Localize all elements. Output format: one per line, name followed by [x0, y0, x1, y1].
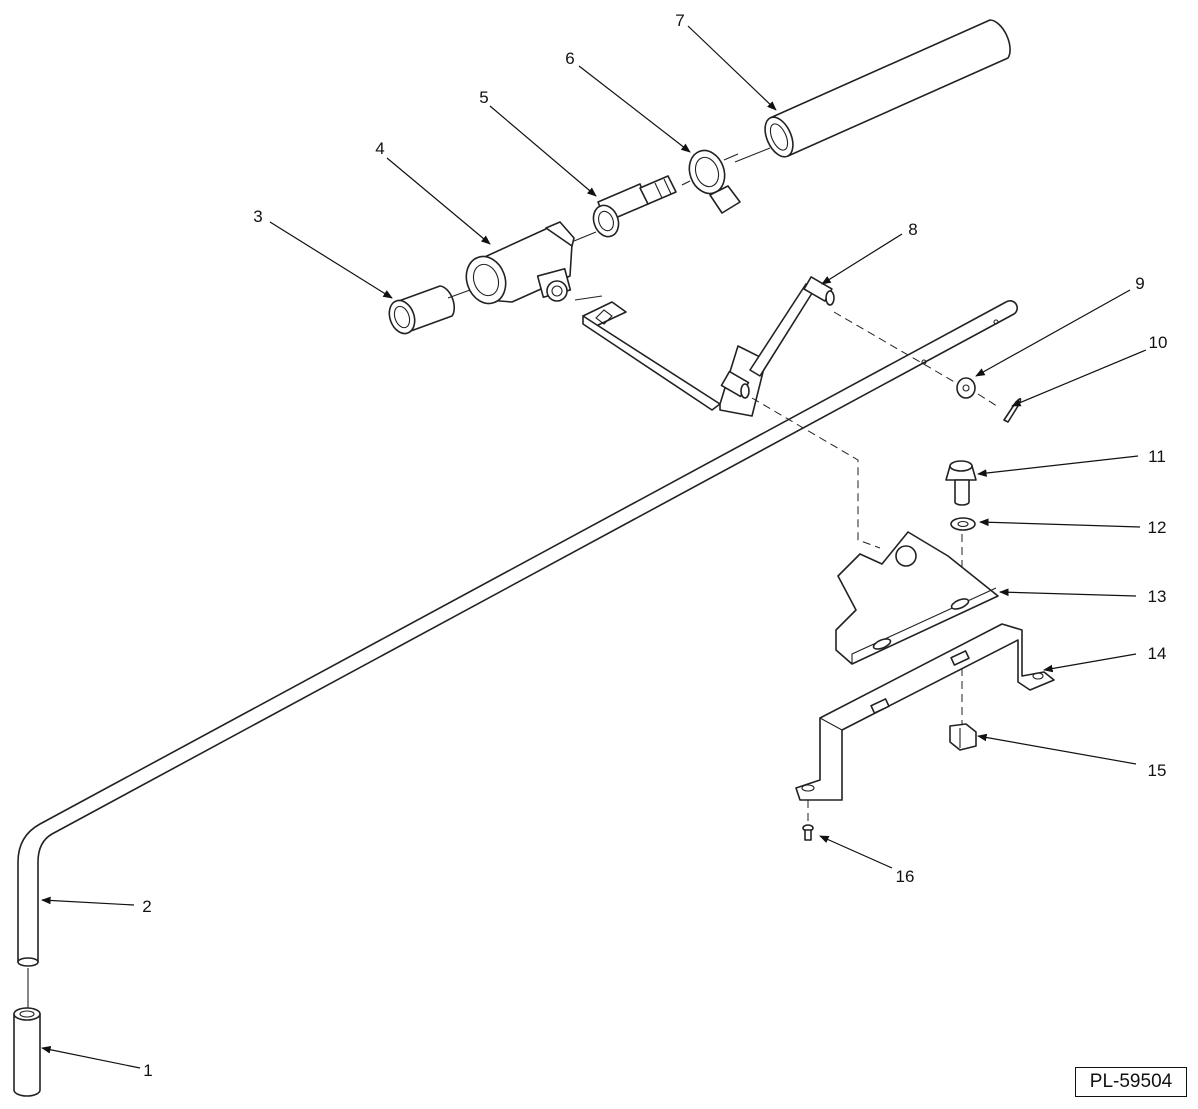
- part-6-clamp: [688, 149, 741, 214]
- callout-11: 11: [1148, 447, 1166, 466]
- part-7-hose: [764, 19, 1011, 158]
- part-8-lever-bracket: [582, 276, 835, 417]
- callout-3: 3: [253, 207, 262, 226]
- part-12-lock-washer: [950, 517, 976, 531]
- callout-4: 4: [375, 139, 384, 158]
- part-15-clip-nut: [949, 723, 977, 751]
- part-11-bolt: [945, 460, 977, 506]
- callout-8: 8: [908, 220, 917, 239]
- part-14-base-bracket: [795, 623, 1055, 801]
- drawing-code-label: PL-59504: [1075, 1067, 1187, 1097]
- callout-16: 16: [896, 867, 915, 886]
- part-3-pipe-nipple: [388, 285, 456, 335]
- part-13-mounting-plate: [835, 531, 999, 665]
- callout-13: 13: [1148, 587, 1167, 606]
- part-4-valve-tee: [465, 221, 575, 305]
- callout-2: 2: [142, 897, 151, 916]
- part-10-cotter-pin: [1003, 398, 1022, 423]
- callout-15: 15: [1148, 761, 1167, 780]
- part-1-sleeve: [13, 968, 41, 1097]
- callout-7: 7: [675, 11, 684, 30]
- callout-14: 14: [1148, 644, 1167, 663]
- callout-5: 5: [479, 88, 488, 107]
- part-9-washer: [956, 377, 976, 399]
- leader-lines: [41, 25, 1147, 1069]
- callout-labels: 1 2 3 4 5 6 7 8 9 10 11 12 13 14 15 16: [142, 11, 1167, 1080]
- callout-1: 1: [143, 1061, 152, 1080]
- part-2-rod: [17, 299, 1018, 967]
- callout-9: 9: [1135, 274, 1144, 293]
- assembly-centerlines: [447, 147, 771, 301]
- callout-10: 10: [1149, 333, 1168, 352]
- part-5-barb-fitting: [592, 175, 677, 238]
- callout-12: 12: [1148, 518, 1167, 537]
- part-16-screw: [802, 824, 814, 841]
- callout-6: 6: [565, 49, 574, 68]
